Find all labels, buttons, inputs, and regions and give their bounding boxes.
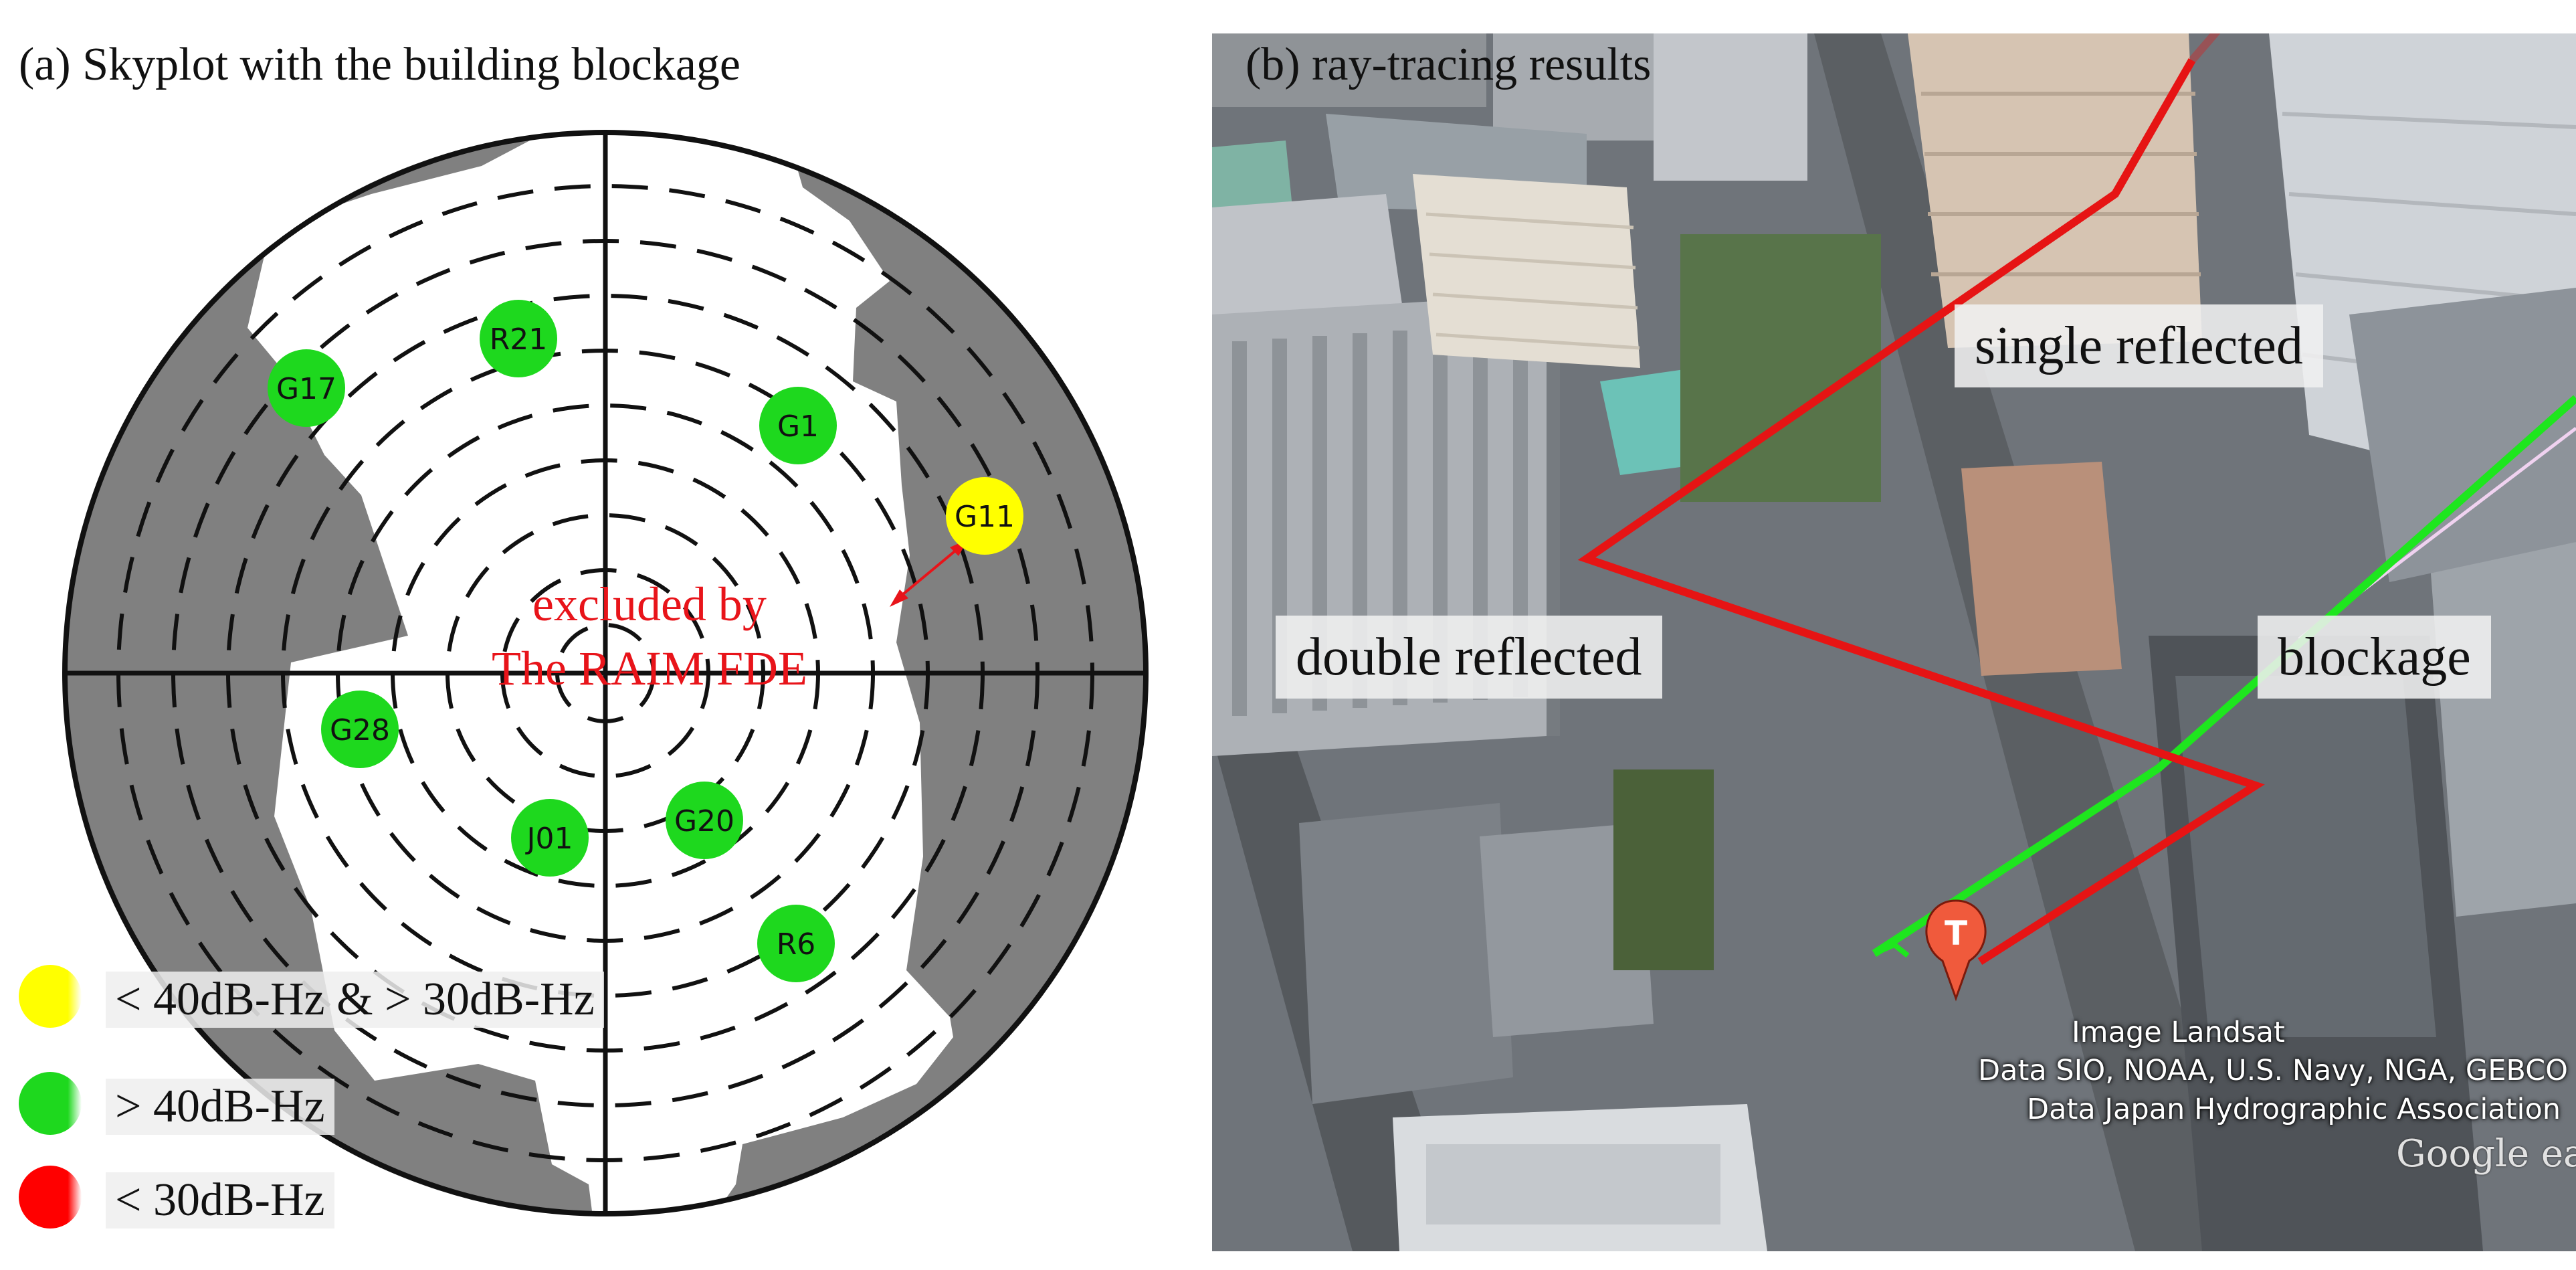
legend-label-weak: < 30dB-Hz xyxy=(106,1172,334,1229)
building xyxy=(1480,823,1654,1037)
building xyxy=(2175,676,2436,1037)
attribution-line-1: Image Landsat xyxy=(2072,1016,2285,1049)
svg-text:R21: R21 xyxy=(490,323,548,357)
svg-text:R6: R6 xyxy=(777,927,816,962)
satellite-r6: R6 xyxy=(757,905,835,982)
building xyxy=(1413,174,1640,368)
annotation-line-1: excluded by xyxy=(532,577,767,631)
legend-label-medium: < 40dB-Hz & > 30dB-Hz xyxy=(106,972,604,1028)
single-reflected-label: single reflected xyxy=(1955,304,2323,387)
building xyxy=(1908,33,2202,348)
building xyxy=(1654,33,1807,181)
legend-label-strong: > 40dB-Hz xyxy=(106,1079,334,1135)
double-reflected-ray xyxy=(1577,58,2265,966)
satellite-g11: G11 xyxy=(946,477,1023,555)
legend-yellow-dot xyxy=(19,965,82,1028)
double-reflected-label: double reflected xyxy=(1276,616,1662,699)
double-reflected-ray-fade xyxy=(2189,33,2221,63)
svg-text:G20: G20 xyxy=(674,804,734,838)
legend-red-dot xyxy=(19,1166,82,1229)
svg-text:G17: G17 xyxy=(276,372,336,406)
building-roof xyxy=(1212,141,1292,214)
svg-text:G28: G28 xyxy=(330,713,390,747)
satellite-r21: R21 xyxy=(480,300,557,377)
satellite-g28: G28 xyxy=(321,691,399,768)
attribution-line-2: Data SIO, NOAA, U.S. Navy, NGA, GEBCO xyxy=(1978,1054,2568,1087)
receiver-marker: T xyxy=(1925,899,1987,1002)
single-reflected-ray-segment xyxy=(1873,941,1910,958)
annotation-line-2: The RAIM FDE xyxy=(492,642,807,695)
annotation-arrow xyxy=(894,544,963,602)
building xyxy=(1493,33,1654,141)
raim-annotation: excluded by The RAIM FDE xyxy=(492,572,807,701)
attribution-line-3: Data Japan Hydrographic Association xyxy=(2027,1093,2561,1126)
skyplot: R21 G17 G1 G11 G28 J01 G20 R6 xyxy=(62,130,1149,1216)
building xyxy=(1961,462,2122,676)
blockage-label: blockage xyxy=(2258,616,2491,699)
building xyxy=(1299,803,1513,1104)
aerial-image-panel: T single reflected double reflected bloc… xyxy=(1212,33,2576,1251)
building xyxy=(1426,1144,1720,1224)
legend-green-dot xyxy=(19,1072,82,1135)
svg-text:G1: G1 xyxy=(777,410,819,444)
trees xyxy=(1613,769,1714,970)
satellite-g20: G20 xyxy=(666,782,743,859)
arrow-head xyxy=(890,589,908,607)
panel-b-title: (b) ray-tracing results xyxy=(1246,39,1652,90)
satellite-g17: G17 xyxy=(268,349,345,427)
park xyxy=(1680,234,1881,502)
svg-text:G11: G11 xyxy=(955,500,1015,534)
satellite-j01: J01 xyxy=(511,799,589,877)
building xyxy=(1212,33,1486,107)
svg-text:T: T xyxy=(1945,914,1967,953)
satellite-g1: G1 xyxy=(759,387,837,464)
single-reflected-ray xyxy=(1872,395,2576,958)
google-earth-logo: Google earth xyxy=(2396,1132,2576,1176)
svg-text:J01: J01 xyxy=(525,822,573,856)
panel-a-title: (a) Skyplot with the building blockage xyxy=(19,39,740,90)
building xyxy=(2349,288,2576,582)
